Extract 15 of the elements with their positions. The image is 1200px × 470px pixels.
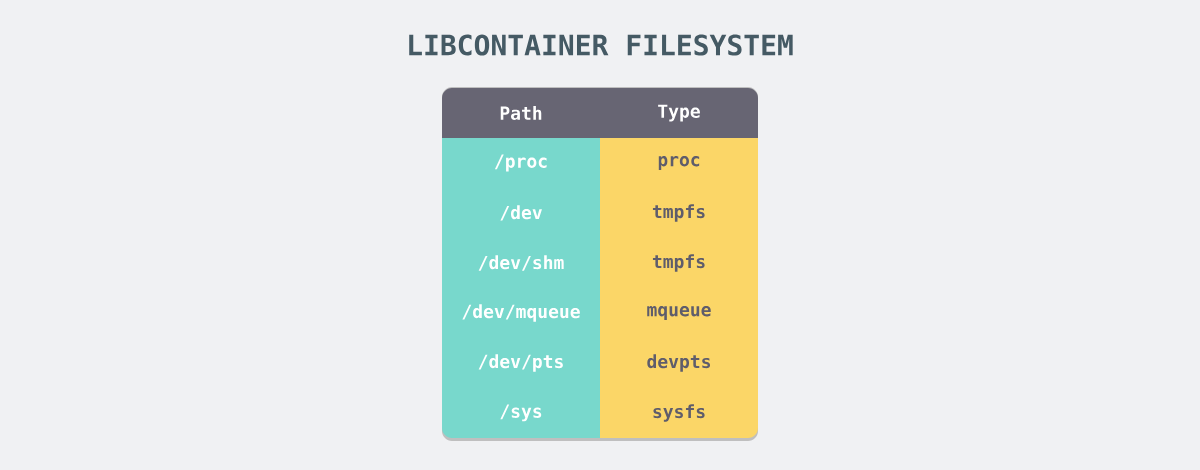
table-cell: /dev/shm [442, 238, 600, 288]
table-cell: /dev/pts [442, 338, 600, 388]
table-cell: mqueue [600, 288, 758, 338]
table-cell: proc [600, 138, 758, 188]
column-header: Type [600, 88, 758, 138]
table-cell: /sys [442, 388, 600, 438]
table-cell: tmpfs [600, 238, 758, 288]
title: LIBCONTAINER FILESYSTEM [409, 34, 793, 56]
table-cell: /proc [442, 138, 600, 188]
table-cell: /dev/mqueue [442, 288, 600, 338]
table-cell: devpts [600, 338, 758, 388]
table-cell: /dev [442, 188, 600, 238]
column-header: Path [442, 88, 600, 138]
table-cell: sysfs [600, 388, 758, 438]
table-cell: tmpfs [600, 188, 758, 238]
